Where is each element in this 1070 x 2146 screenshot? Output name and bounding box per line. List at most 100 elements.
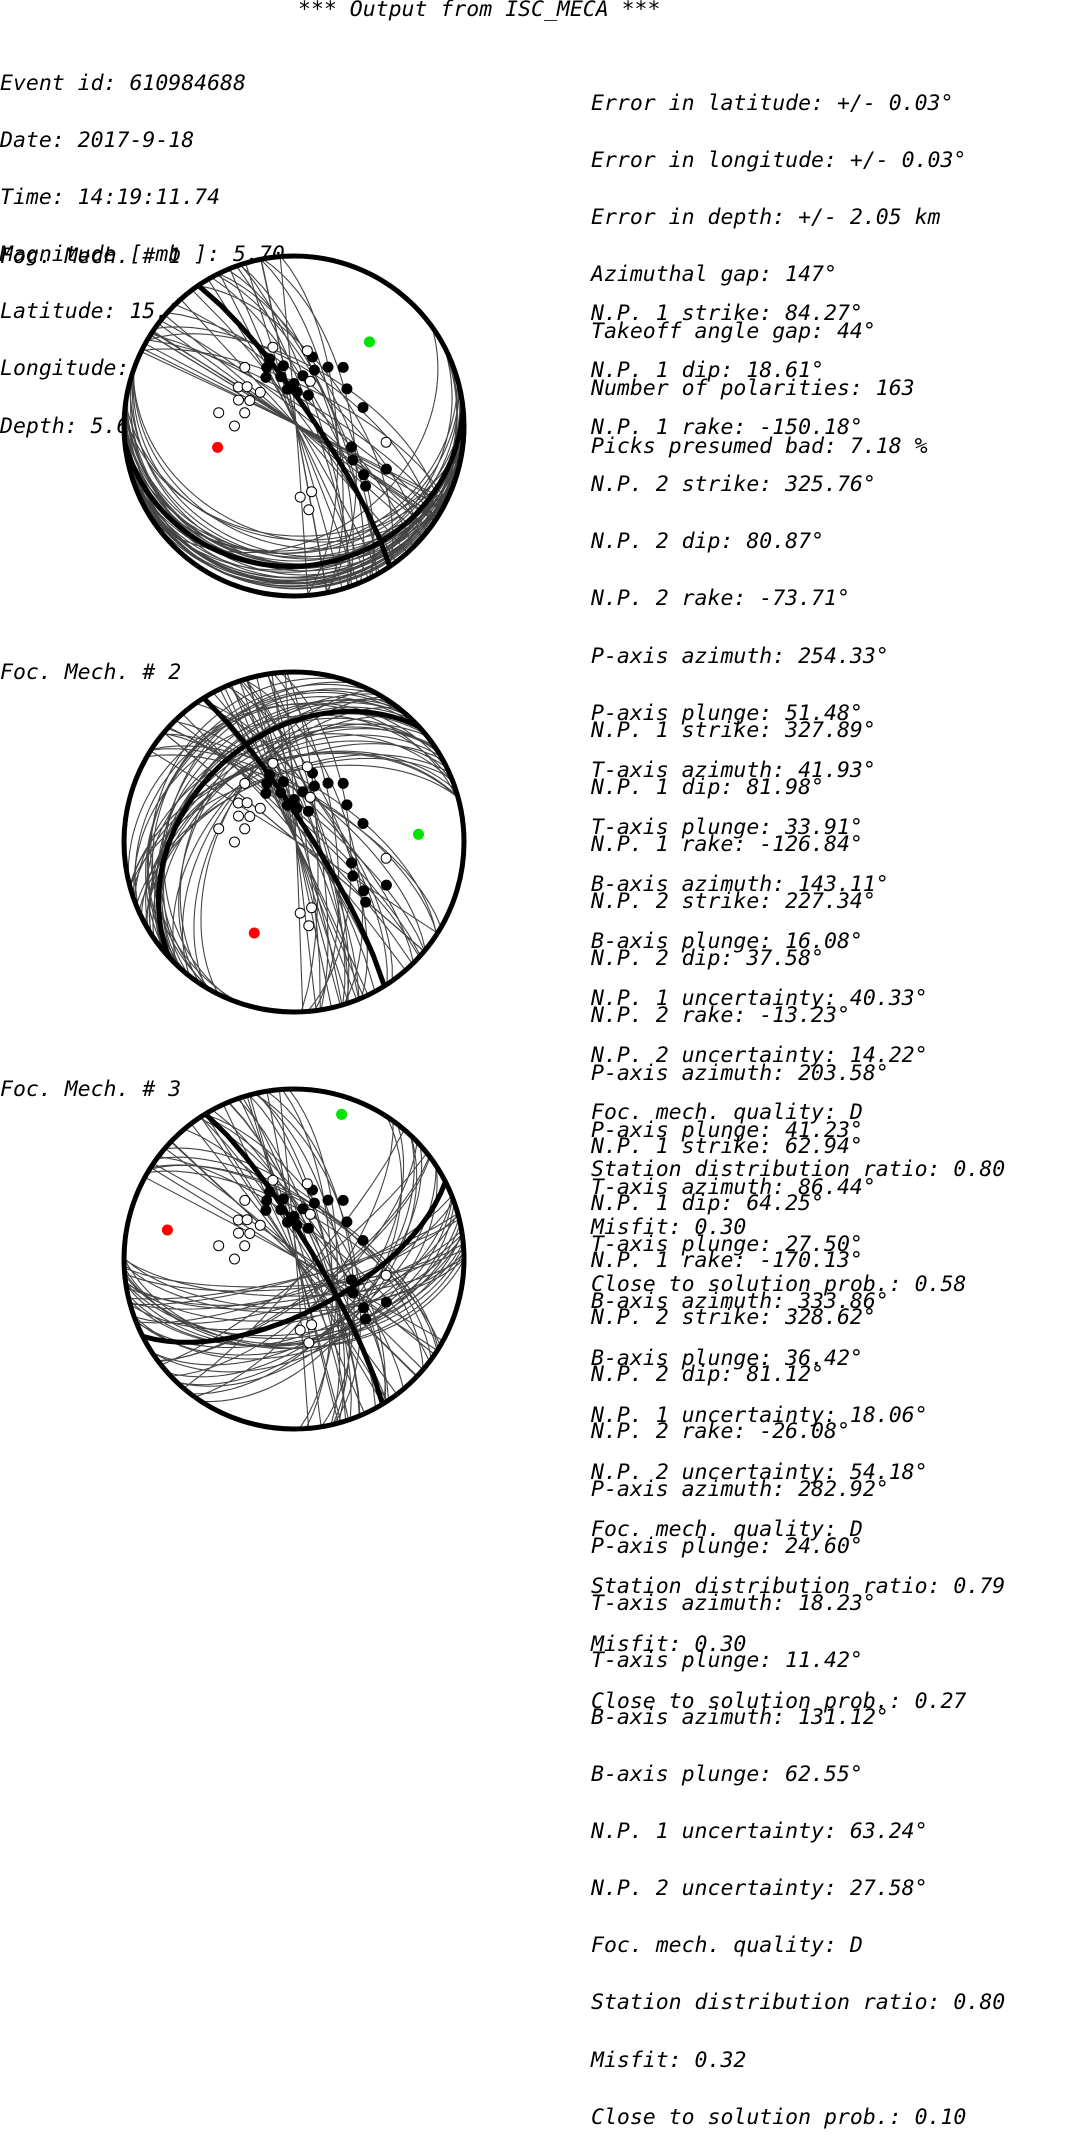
station-distribution-ratio: Station distribution ratio: 0.80: [591, 1157, 1006, 1183]
dilatation-polarity: [229, 1253, 240, 1265]
error-depth: Error in depth: +/- 2.05 km: [591, 205, 941, 231]
dilatation-polarity: [233, 1227, 244, 1239]
compression-polarity: [358, 469, 370, 481]
compression-polarity: [288, 378, 300, 389]
alternative-plane: [253, 1093, 362, 1425]
dilatation-polarity: [294, 1324, 306, 1336]
b-axis-plunge: B-axis plunge: 36.42°: [591, 1346, 863, 1372]
compression-polarity: [297, 786, 309, 798]
np2-strike: N.P. 2 strike: 328.62°: [591, 1305, 876, 1331]
compression-polarity: [341, 1216, 353, 1228]
alternative-plane: [147, 333, 442, 512]
error-latitude: Error in latitude: +/- 0.03°: [591, 91, 954, 116]
p-axis-marker: [248, 927, 260, 939]
dilatation-polarity: [304, 791, 316, 803]
picks-presumed-bad: Picks presumed bad: 7.18 %: [591, 433, 928, 459]
alternative-plane: [147, 1170, 441, 1346]
alternative-plane: [160, 688, 379, 990]
np2-uncertainty: N.P. 2 uncertainty: 14.22°: [591, 1043, 928, 1069]
alternative-plane: [124, 1243, 464, 1292]
np1-rake: N.P. 1 rake: -170.13°: [591, 1248, 863, 1274]
alternative-plane: [129, 379, 459, 567]
compression-polarity: [322, 361, 334, 373]
dilatation-polarity: [254, 802, 266, 814]
compression-polarity: [357, 1235, 369, 1246]
mechanism-3-title: Foc. Mech. # 3: [0, 1077, 182, 1102]
compression-polarity: [297, 370, 309, 382]
b-axis-plunge: B-axis plunge: 62.55°: [591, 1762, 863, 1788]
dilatation-polarity: [239, 407, 251, 419]
number-of-polarities: Number of polarities: 163: [591, 376, 915, 402]
dilatation-polarity: [306, 902, 318, 914]
np1-uncertainty: N.P. 1 uncertainty: 63.24°: [591, 1819, 928, 1845]
alternative-plane: [129, 378, 458, 560]
dilatation-polarity: [267, 341, 279, 353]
alternative-plane: [164, 1147, 424, 1371]
np2-dip: N.P. 2 dip: 81.12°: [591, 1362, 824, 1388]
alternative-plane: [145, 717, 440, 931]
dilatation-polarity: [301, 761, 313, 773]
event-time: Time: 14:19:11.74: [0, 185, 221, 211]
misfit: Misfit: 0.30: [591, 1214, 747, 1240]
dilatation-polarity: [380, 852, 392, 864]
b-axis-azimuth: B-axis azimuth: 143.11°: [591, 871, 889, 897]
mechanism-1-beachball: [121, 253, 467, 599]
alternative-plane: [127, 703, 461, 881]
alternative-plane: [179, 693, 379, 990]
takeoff-angle-gap: Takeoff angle gap: 44°: [591, 319, 876, 345]
compression-polarity: [288, 794, 300, 805]
compression-polarity: [380, 879, 392, 891]
dilatation-polarity: [267, 1174, 279, 1186]
dilatation-polarity: [303, 504, 315, 516]
compression-polarity: [346, 1274, 357, 1286]
t-axis-marker: [364, 336, 375, 348]
compression-polarity: [322, 777, 334, 789]
compression-polarity: [358, 885, 370, 897]
dilatation-polarity: [294, 907, 306, 919]
dilatation-polarity: [294, 491, 306, 503]
alternative-plane: [279, 256, 309, 596]
compression-polarity: [360, 1313, 372, 1325]
alternative-plane: [239, 1097, 350, 1421]
t-axis-plunge: T-axis plunge: 11.42°: [591, 1647, 863, 1673]
misfit: Misfit: 0.32: [591, 2047, 747, 2073]
compression-polarity: [337, 361, 349, 373]
t-axis-marker: [336, 1108, 348, 1120]
compression-polarity: [347, 870, 359, 882]
alternative-solution-planes: [127, 672, 461, 1012]
beachball-outline: [121, 669, 467, 1015]
event-magnitude: Magnitude [ mb ]: 5.70: [0, 242, 285, 268]
error-longitude: Error in longitude: +/- 0.03°: [591, 148, 967, 174]
alternative-plane: [245, 678, 343, 1006]
p-axis-marker: [161, 1224, 173, 1236]
alternative-plane: [129, 365, 454, 576]
alternative-plane: [286, 672, 319, 1012]
compression-polarity: [360, 896, 372, 908]
alternative-plane: [200, 699, 388, 985]
np1-dip: N.P. 1 dip: 64.25°: [591, 1191, 824, 1217]
t-axis-azimuth: T-axis azimuth: 86.44°: [591, 1174, 876, 1200]
nodal-plane-2: [155, 708, 421, 959]
alternative-plane: [204, 1113, 384, 1405]
compression-polarity: [308, 1197, 320, 1209]
alternative-plane: [272, 672, 340, 1011]
np2-dip: N.P. 2 dip: 80.87°: [591, 529, 824, 555]
alternative-plane: [288, 1088, 338, 1430]
dilatation-polarity: [241, 1214, 253, 1226]
dilatation-polarity: [380, 436, 392, 448]
station-distribution-ratio: Station distribution ratio: 0.80: [591, 1990, 1006, 2016]
dilatation-polarity: [213, 1240, 225, 1252]
nodal-plane-1: [141, 1180, 448, 1345]
alternative-plane: [135, 1197, 454, 1356]
dilatation-polarity: [241, 381, 253, 393]
alternative-plane: [190, 1124, 405, 1395]
alternative-plane: [181, 706, 399, 977]
alternative-plane: [212, 1109, 377, 1409]
event-id: Event id: 610984688: [0, 71, 246, 96]
p-axis-azimuth: P-axis azimuth: 282.92°: [591, 1476, 889, 1502]
dilatation-polarity: [239, 1240, 251, 1252]
np2-uncertainty: N.P. 2 uncertainty: 27.58°: [591, 1876, 928, 1902]
alternative-plane: [197, 285, 394, 567]
dilatation-polarity: [303, 920, 315, 932]
alternative-plane: [123, 1258, 465, 1349]
